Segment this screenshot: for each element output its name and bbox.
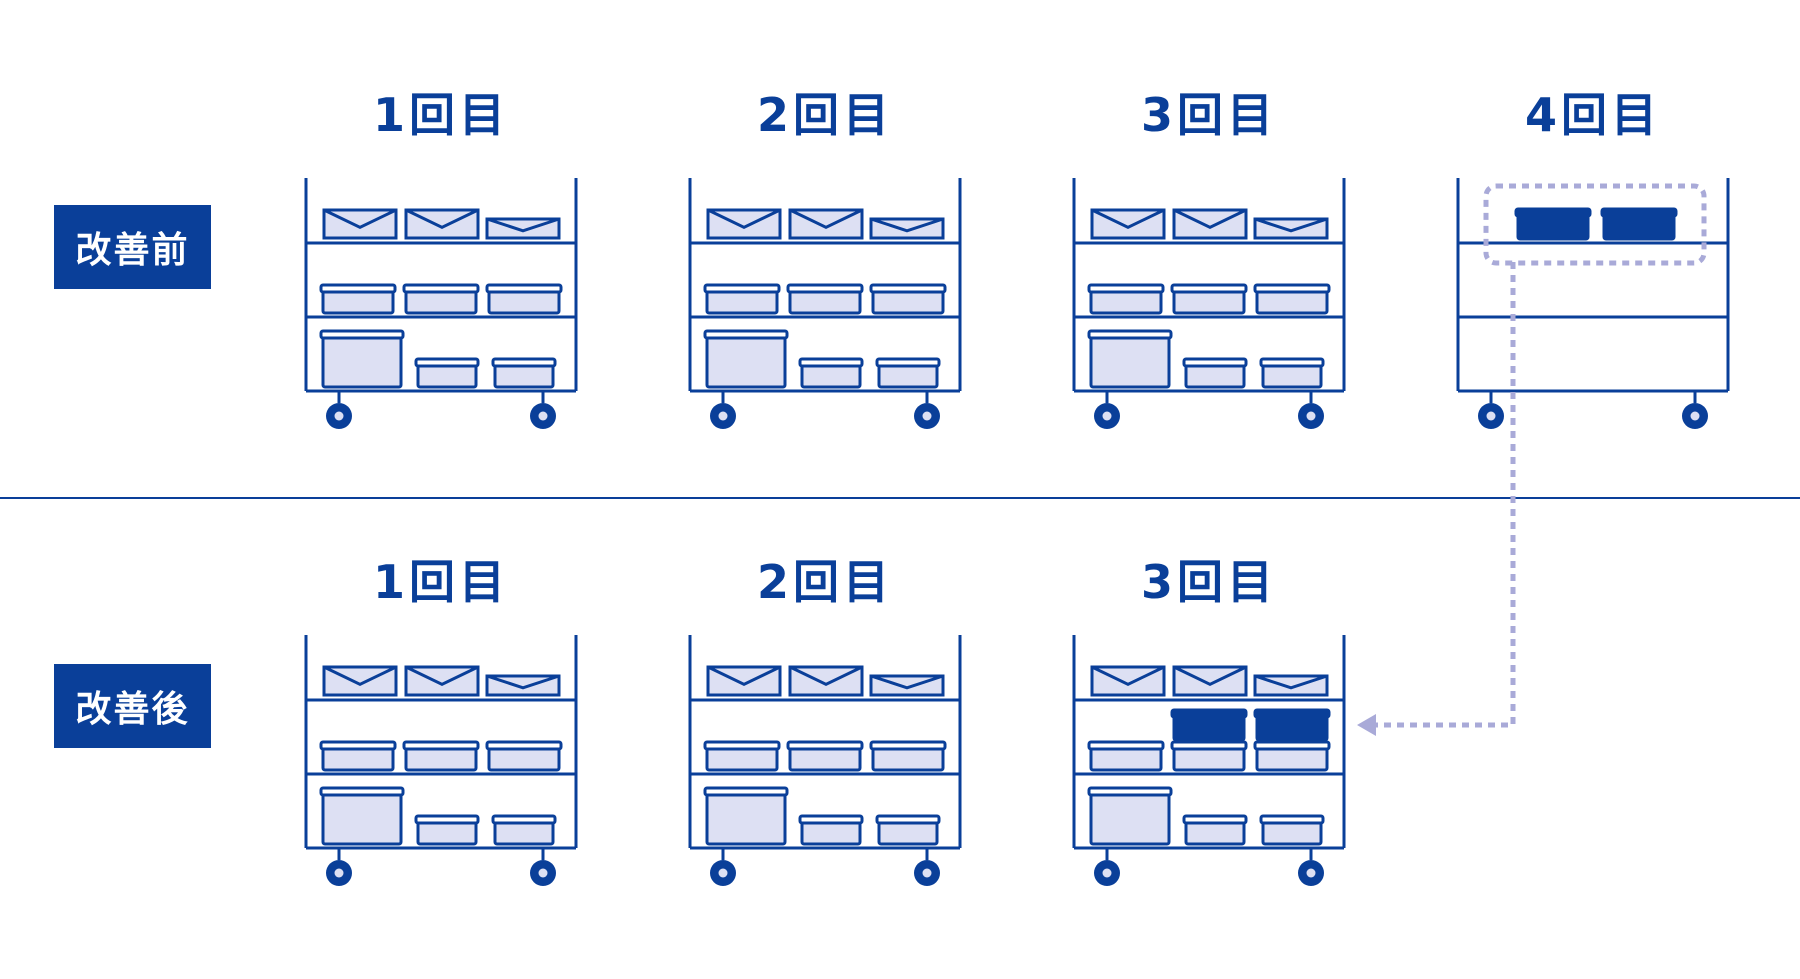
envelope-icon (322, 665, 398, 697)
food-container-icon (319, 740, 397, 772)
food-container-icon (1259, 357, 1325, 389)
food-container-icon (1087, 740, 1165, 772)
wheel-icon (710, 848, 736, 886)
food-container-icon (402, 283, 480, 315)
after-cart-3 (1072, 635, 1346, 886)
after-round-2-label: 2回目 (756, 555, 893, 609)
wheel-icon (530, 391, 556, 429)
food-container-icon (491, 357, 557, 389)
after-round-1-label: 1回目 (372, 555, 509, 609)
food-container-icon (798, 814, 864, 846)
food-container-icon (414, 357, 480, 389)
food-container-icon (1087, 786, 1173, 846)
envelope-icon (1090, 665, 1166, 697)
food-container-icon (703, 740, 781, 772)
food-container-icon (1170, 740, 1248, 772)
envelope-icon (706, 208, 782, 240)
food-container-icon (319, 786, 405, 846)
food-container-icon (875, 357, 941, 389)
food-container-icon (798, 357, 864, 389)
food-container-icon (875, 814, 941, 846)
wheel-icon (1298, 391, 1324, 429)
food-container-icon (703, 786, 789, 846)
envelope-icon (485, 674, 561, 697)
shelf-cart-icon (304, 178, 578, 429)
food-container-icon (485, 740, 563, 772)
envelope-icon (869, 217, 945, 240)
envelope-icon (1172, 665, 1248, 697)
moved-container-icon (1170, 708, 1248, 742)
food-container-icon (869, 740, 947, 772)
after-label: 改善後 (54, 664, 211, 748)
shelf-cart-icon (1072, 178, 1346, 429)
food-container-icon (402, 740, 480, 772)
before-cart-2 (688, 178, 962, 429)
after-cart-2 (688, 635, 962, 886)
envelope-icon (404, 665, 480, 697)
shelf-cart-icon (688, 178, 962, 429)
shelf-cart-icon (304, 635, 578, 886)
shelf-cart-icon (1456, 178, 1730, 429)
envelope-icon (322, 208, 398, 240)
after-round-3-label: 3回目 (1140, 555, 1277, 609)
wheel-icon (530, 848, 556, 886)
food-container-icon (1182, 814, 1248, 846)
wheel-icon (1682, 391, 1708, 429)
food-container-icon (485, 283, 563, 315)
envelope-icon (1172, 208, 1248, 240)
food-container-icon (1259, 814, 1325, 846)
food-container-icon (703, 283, 781, 315)
envelope-icon (404, 208, 480, 240)
moved-container-icon (1253, 708, 1331, 742)
wheel-icon (326, 391, 352, 429)
before-cart-4 (1456, 178, 1730, 429)
food-container-icon (786, 740, 864, 772)
envelope-icon (485, 217, 561, 240)
envelope-icon (1253, 674, 1329, 697)
food-container-icon (1253, 740, 1331, 772)
wheel-icon (1478, 391, 1504, 429)
food-container-icon (1253, 283, 1331, 315)
food-container-icon (1182, 357, 1248, 389)
food-container-icon (786, 283, 864, 315)
dotted-arrow-icon (1357, 262, 1516, 736)
before-cart-1 (304, 178, 578, 429)
before-round-3-label: 3回目 (1140, 88, 1277, 142)
food-container-icon (1087, 283, 1165, 315)
food-container-icon (703, 329, 789, 389)
food-container-icon (319, 283, 397, 315)
before-round-1-label: 1回目 (372, 88, 509, 142)
wheel-icon (914, 391, 940, 429)
envelope-icon (1090, 208, 1166, 240)
shelf-cart-icon (1072, 635, 1346, 886)
before-round-2-label: 2回目 (756, 88, 893, 142)
envelope-icon (1253, 217, 1329, 240)
food-container-icon (1170, 283, 1248, 315)
envelope-icon (788, 665, 864, 697)
shelf-cart-icon (688, 635, 962, 886)
envelope-icon (788, 208, 864, 240)
food-container-icon (319, 329, 405, 389)
before-cart-3 (1072, 178, 1346, 429)
wheel-icon (710, 391, 736, 429)
wheel-icon (1298, 848, 1324, 886)
envelope-icon (706, 665, 782, 697)
moved-container-icon (1600, 207, 1678, 241)
before-round-4-label: 4回目 (1524, 88, 1661, 142)
wheel-icon (326, 848, 352, 886)
food-container-icon (869, 283, 947, 315)
food-container-icon (491, 814, 557, 846)
wheel-icon (1094, 391, 1120, 429)
moved-container-icon (1514, 207, 1592, 241)
food-container-icon (1087, 329, 1173, 389)
wheel-icon (1094, 848, 1120, 886)
envelope-icon (869, 674, 945, 697)
food-container-icon (414, 814, 480, 846)
before-label: 改善前 (54, 205, 211, 289)
wheel-icon (914, 848, 940, 886)
after-cart-1 (304, 635, 578, 886)
